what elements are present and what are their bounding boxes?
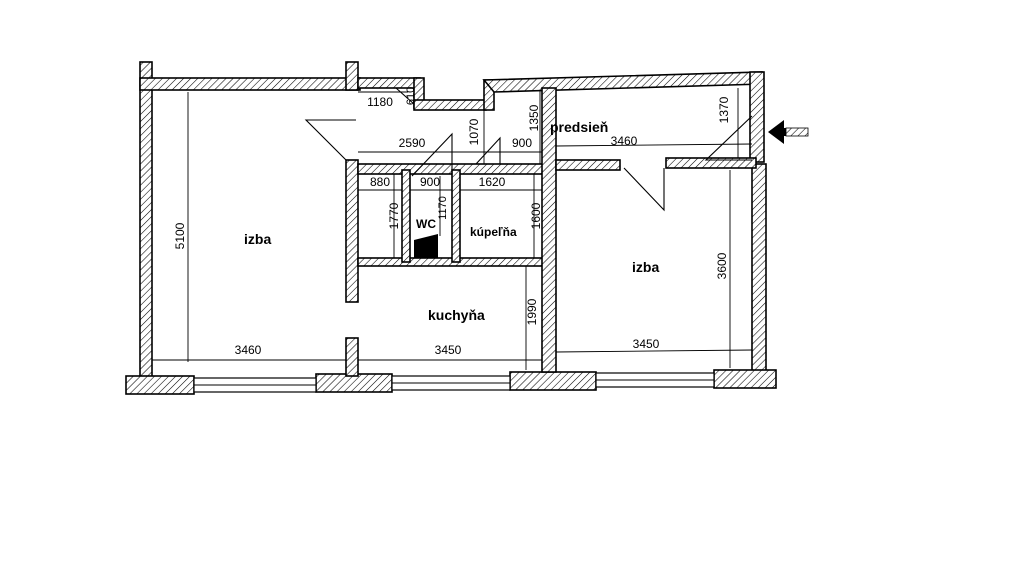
wall-stub-top	[345, 61, 359, 91]
dim-hall-height: 1070	[467, 118, 481, 145]
interior-walls	[345, 87, 757, 377]
wall-partition-right	[541, 87, 557, 373]
room-label-izba-left: izba	[244, 231, 271, 247]
wall-storage-wc	[401, 169, 411, 263]
wall-left	[139, 61, 153, 379]
wall-wc-bath	[451, 169, 461, 263]
dim-predsien-width: 3460	[611, 134, 638, 148]
outer-walls	[125, 61, 777, 395]
dim-kuchyna-height: 1990	[525, 298, 539, 325]
room-label-kuchyna: kuchyňa	[428, 307, 485, 323]
entrance-arrow-icon	[768, 120, 809, 144]
dim-izba-left-width: 3460	[235, 343, 262, 357]
dim-hall-offset: 1350	[527, 104, 541, 131]
wall-predsien-1	[555, 159, 621, 171]
wall-top-niche	[357, 77, 421, 89]
dim-storage-width: 880	[370, 175, 390, 189]
dim-kupelna-width: 1620	[479, 175, 506, 189]
door-wc	[411, 132, 453, 177]
dim-izba-right-height: 3600	[715, 252, 729, 279]
dim-storage-height: 1770	[387, 202, 401, 229]
wall-predsien-2	[665, 157, 757, 169]
wall-bottom-1	[125, 375, 195, 395]
wall-right-upper	[749, 71, 765, 163]
wall-partition-left	[345, 159, 359, 303]
dim-hall-top-left: 1180	[367, 95, 393, 109]
door-izba-right	[623, 167, 665, 212]
door-entrance	[704, 115, 753, 161]
dim-wc-height: 1170	[437, 196, 449, 220]
wall-right-lower	[751, 163, 767, 379]
room-label-kupelna: kúpeľňa	[470, 225, 517, 239]
room-label-predsien: predsieň	[550, 119, 608, 135]
dim-hall-width: 2590	[399, 136, 426, 150]
door-niche	[395, 87, 415, 106]
wall-top-right	[482, 71, 763, 93]
wall-top-left	[139, 77, 361, 91]
dim-kuchyna-width: 3450	[435, 343, 462, 357]
door-izba-left	[304, 119, 356, 161]
wall-bottom-4	[713, 369, 777, 389]
dim-izba-right-width: 3450	[633, 337, 660, 351]
dim-kupelna-height: 1600	[529, 202, 543, 229]
wall-partition-left-low	[345, 337, 359, 377]
wall-top-mid	[413, 99, 487, 111]
doors	[304, 87, 753, 258]
dim-wc-width: 900	[420, 175, 440, 189]
dim-hall-passage: 900	[512, 136, 532, 150]
room-label-wc: WC	[416, 217, 436, 231]
dim-izba-left-height: 5100	[173, 222, 187, 249]
room-label-izba-right: izba	[632, 259, 659, 275]
dim-hall-top-small: 610	[405, 87, 417, 105]
dimension-lines	[152, 88, 753, 370]
wc-marker	[414, 234, 438, 258]
wall-bottom-3	[509, 371, 597, 391]
dim-predsien-height: 1370	[717, 96, 731, 123]
